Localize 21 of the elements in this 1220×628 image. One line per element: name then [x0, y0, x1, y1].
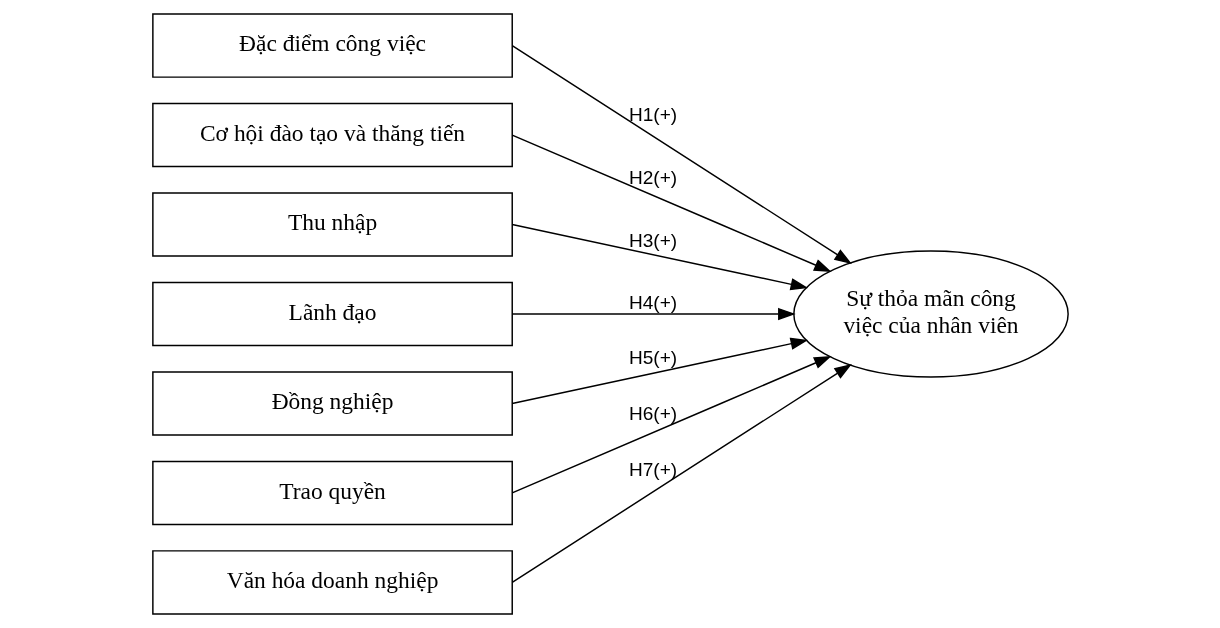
edge-label: H5(+): [628, 347, 677, 369]
edge-label: H3(+): [628, 230, 677, 252]
node-box: Văn hóa doanh nghiệp: [151, 550, 513, 615]
arrow: [511, 363, 852, 584]
arrow: [511, 44, 852, 265]
arrow: [511, 223, 808, 291]
node-box: Lãnh đạo: [151, 281, 513, 347]
arrow: [511, 134, 832, 272]
edge-label: H2(+): [628, 167, 677, 189]
edge-label: H4(+): [628, 291, 677, 313]
node-box: Thu nhập: [151, 192, 513, 257]
edge-label: H6(+): [628, 403, 677, 425]
node-box: Đồng nghiệp: [151, 371, 513, 436]
edge-label: H7(+): [628, 458, 677, 480]
arrow: [511, 307, 796, 321]
node-box: Đặc điểm công việc: [151, 13, 513, 78]
node-box: Trao quyền: [151, 460, 513, 526]
node-box: Cơ hội đào tạo và thăng tiến: [151, 102, 513, 168]
edge-label: H1(+): [628, 103, 677, 125]
arrow: [511, 337, 808, 405]
arrow: [511, 356, 832, 494]
